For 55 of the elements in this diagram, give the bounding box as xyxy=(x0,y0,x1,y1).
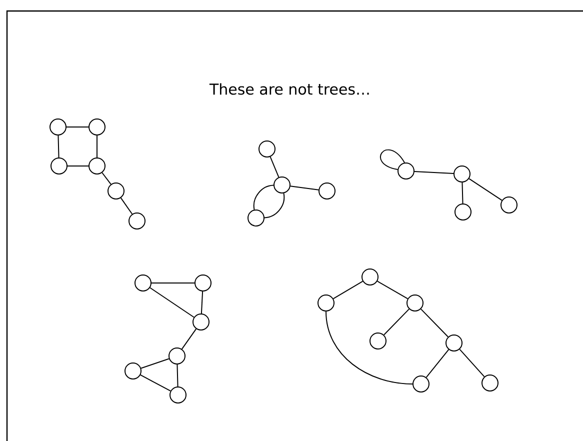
edge xyxy=(120,197,133,215)
edge xyxy=(459,348,485,378)
vertex xyxy=(248,210,264,226)
vertex xyxy=(88,118,106,136)
vertex xyxy=(482,374,498,392)
vertex xyxy=(454,166,470,182)
vertex xyxy=(50,118,66,136)
edge xyxy=(270,156,280,178)
vertex xyxy=(412,375,430,392)
vertex xyxy=(446,334,462,352)
vertex xyxy=(50,158,68,174)
edge xyxy=(420,308,449,338)
edge xyxy=(332,280,364,300)
edge xyxy=(140,358,170,369)
edge xyxy=(376,280,408,300)
edge xyxy=(468,178,502,201)
vertex xyxy=(258,140,276,158)
edge xyxy=(264,192,285,218)
vertex xyxy=(318,182,336,200)
vertex xyxy=(500,196,518,214)
edge xyxy=(66,126,89,128)
vertex xyxy=(128,212,146,230)
vertex xyxy=(134,274,152,292)
edge xyxy=(253,184,274,210)
edge xyxy=(462,182,464,204)
vertex xyxy=(108,182,124,200)
edge xyxy=(96,135,98,158)
vertex xyxy=(370,332,386,350)
vertex xyxy=(88,158,106,174)
vertex xyxy=(406,294,424,312)
vertex xyxy=(194,274,212,292)
edge xyxy=(151,282,195,284)
edge xyxy=(181,328,197,350)
edge xyxy=(150,287,194,318)
edge xyxy=(176,364,178,387)
edge xyxy=(58,134,60,158)
vertex xyxy=(170,386,186,404)
title: These are not trees… xyxy=(209,83,369,95)
vertex xyxy=(362,268,378,286)
edge xyxy=(200,290,204,314)
vertex xyxy=(398,162,414,180)
edge xyxy=(290,186,320,190)
vertex xyxy=(124,362,142,380)
vertex xyxy=(318,294,334,312)
vertex xyxy=(274,176,290,194)
vertex xyxy=(454,203,472,220)
edge xyxy=(326,310,413,384)
edge xyxy=(426,349,450,378)
edge xyxy=(414,170,454,174)
edge xyxy=(140,374,171,392)
edge xyxy=(380,149,406,170)
vertex xyxy=(192,314,210,330)
edge xyxy=(102,172,112,185)
edge xyxy=(383,308,410,336)
vertex xyxy=(168,347,186,364)
